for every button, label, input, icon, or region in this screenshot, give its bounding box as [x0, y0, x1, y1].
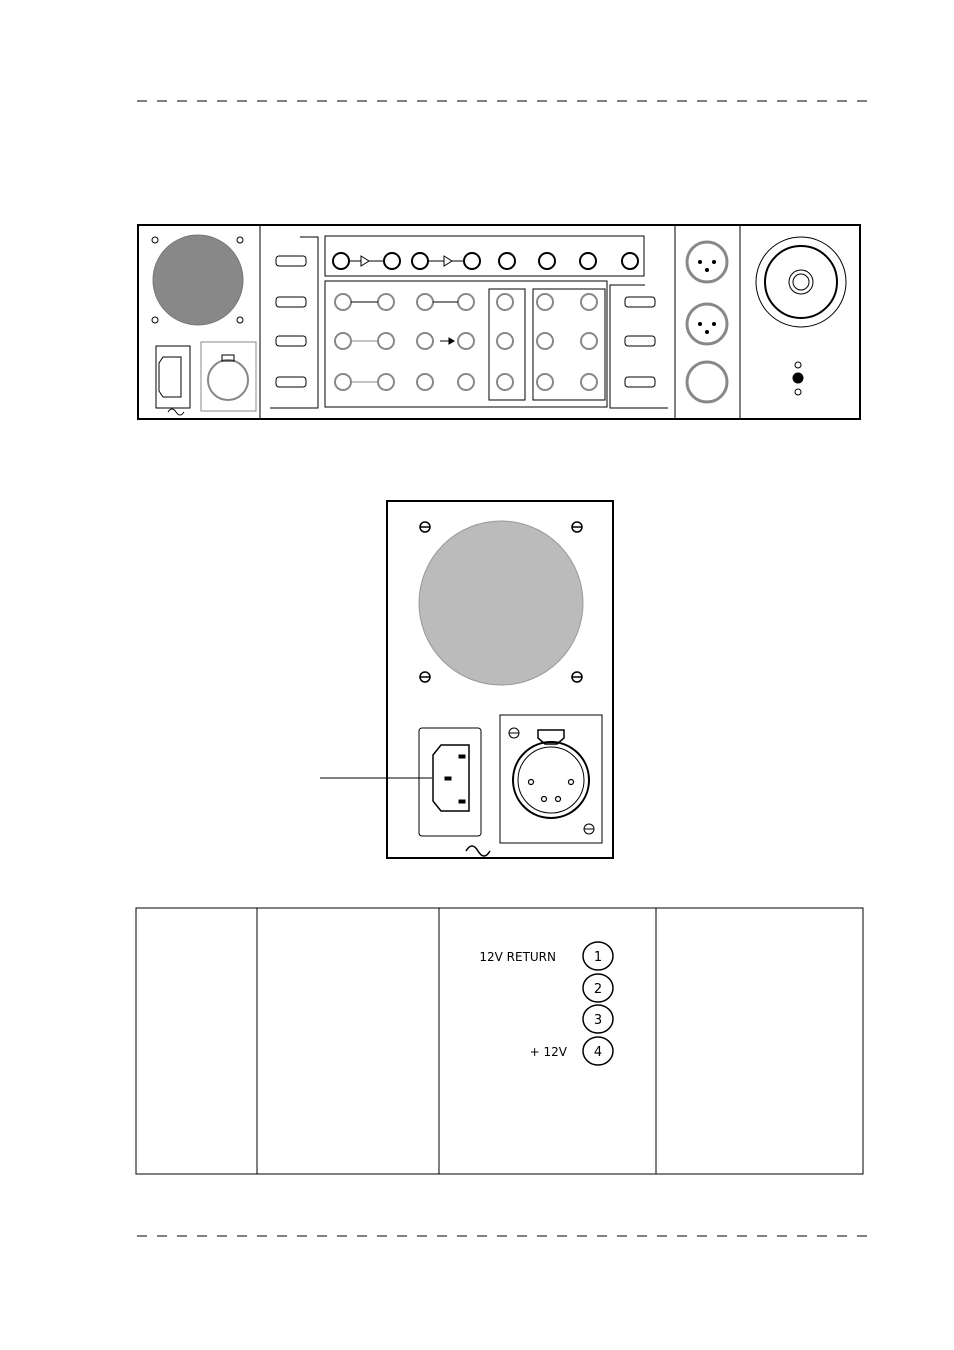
pin-label: + 12V [530, 1045, 568, 1059]
power-inlet-icon [155, 345, 191, 409]
power-section-detail [320, 500, 614, 859]
xlr-power-box [200, 341, 257, 412]
fan-icon [152, 234, 244, 326]
pin-number: 3 [594, 1013, 602, 1028]
bnc-grid [334, 293, 598, 391]
rear-panel-diagram [137, 224, 861, 420]
dsub-connectors-right [624, 296, 656, 388]
pin-number: 4 [594, 1045, 602, 1060]
pinout-table [135, 907, 864, 1175]
xlr-power-box [499, 714, 603, 844]
pin-number: 1 [594, 950, 602, 965]
xlr-audio-connectors [685, 240, 729, 404]
pin-circles [582, 941, 614, 1066]
dsub-connectors-left [275, 255, 307, 388]
large-round-connector [755, 236, 847, 328]
fan-icon [418, 520, 584, 686]
xlr-4pin-connector [512, 741, 590, 819]
pin-label: 12V RETURN [479, 950, 556, 964]
screw-icons [419, 521, 583, 683]
pin-number: 2 [594, 982, 602, 997]
ac-tilde-icon [465, 845, 491, 857]
screw-icons [151, 236, 244, 324]
power-inlet-icon [418, 727, 482, 837]
